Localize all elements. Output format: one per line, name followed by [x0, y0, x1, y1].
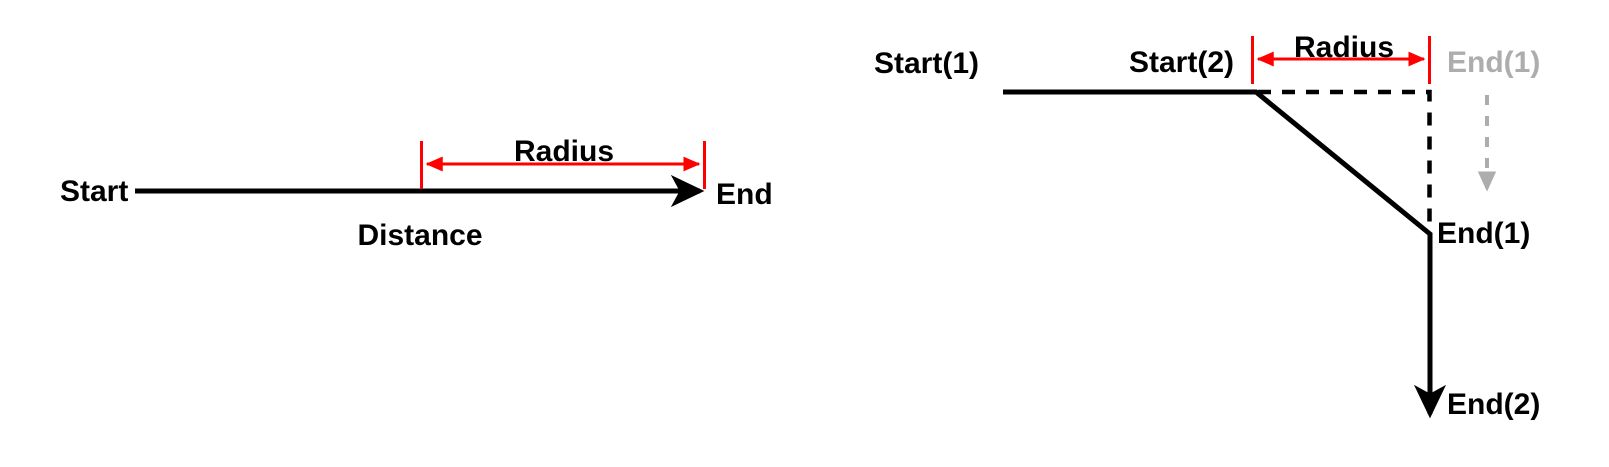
end-label: End: [716, 178, 773, 211]
distance-label: Distance: [357, 219, 482, 252]
ghost-corner-path: [1258, 89, 1432, 234]
start-label: Start: [60, 175, 128, 208]
segment-path: [1003, 89, 1447, 419]
radius-label-left-panel: Radius: [514, 135, 614, 168]
end1-ghost-label: End(1): [1447, 46, 1540, 79]
start2-label: Start(2): [1129, 46, 1234, 79]
end2-label: End(2): [1447, 388, 1540, 421]
end1-label: End(1): [1437, 217, 1530, 250]
start1-label: Start(1): [874, 47, 979, 80]
radius-label-right-panel: Radius: [1294, 31, 1394, 64]
panel-single-segment: Start End Distance Radius: [60, 135, 773, 252]
panel-two-segment-fillet: Start(1) Start(2) End(1) End(1) End(2) R…: [874, 31, 1540, 421]
